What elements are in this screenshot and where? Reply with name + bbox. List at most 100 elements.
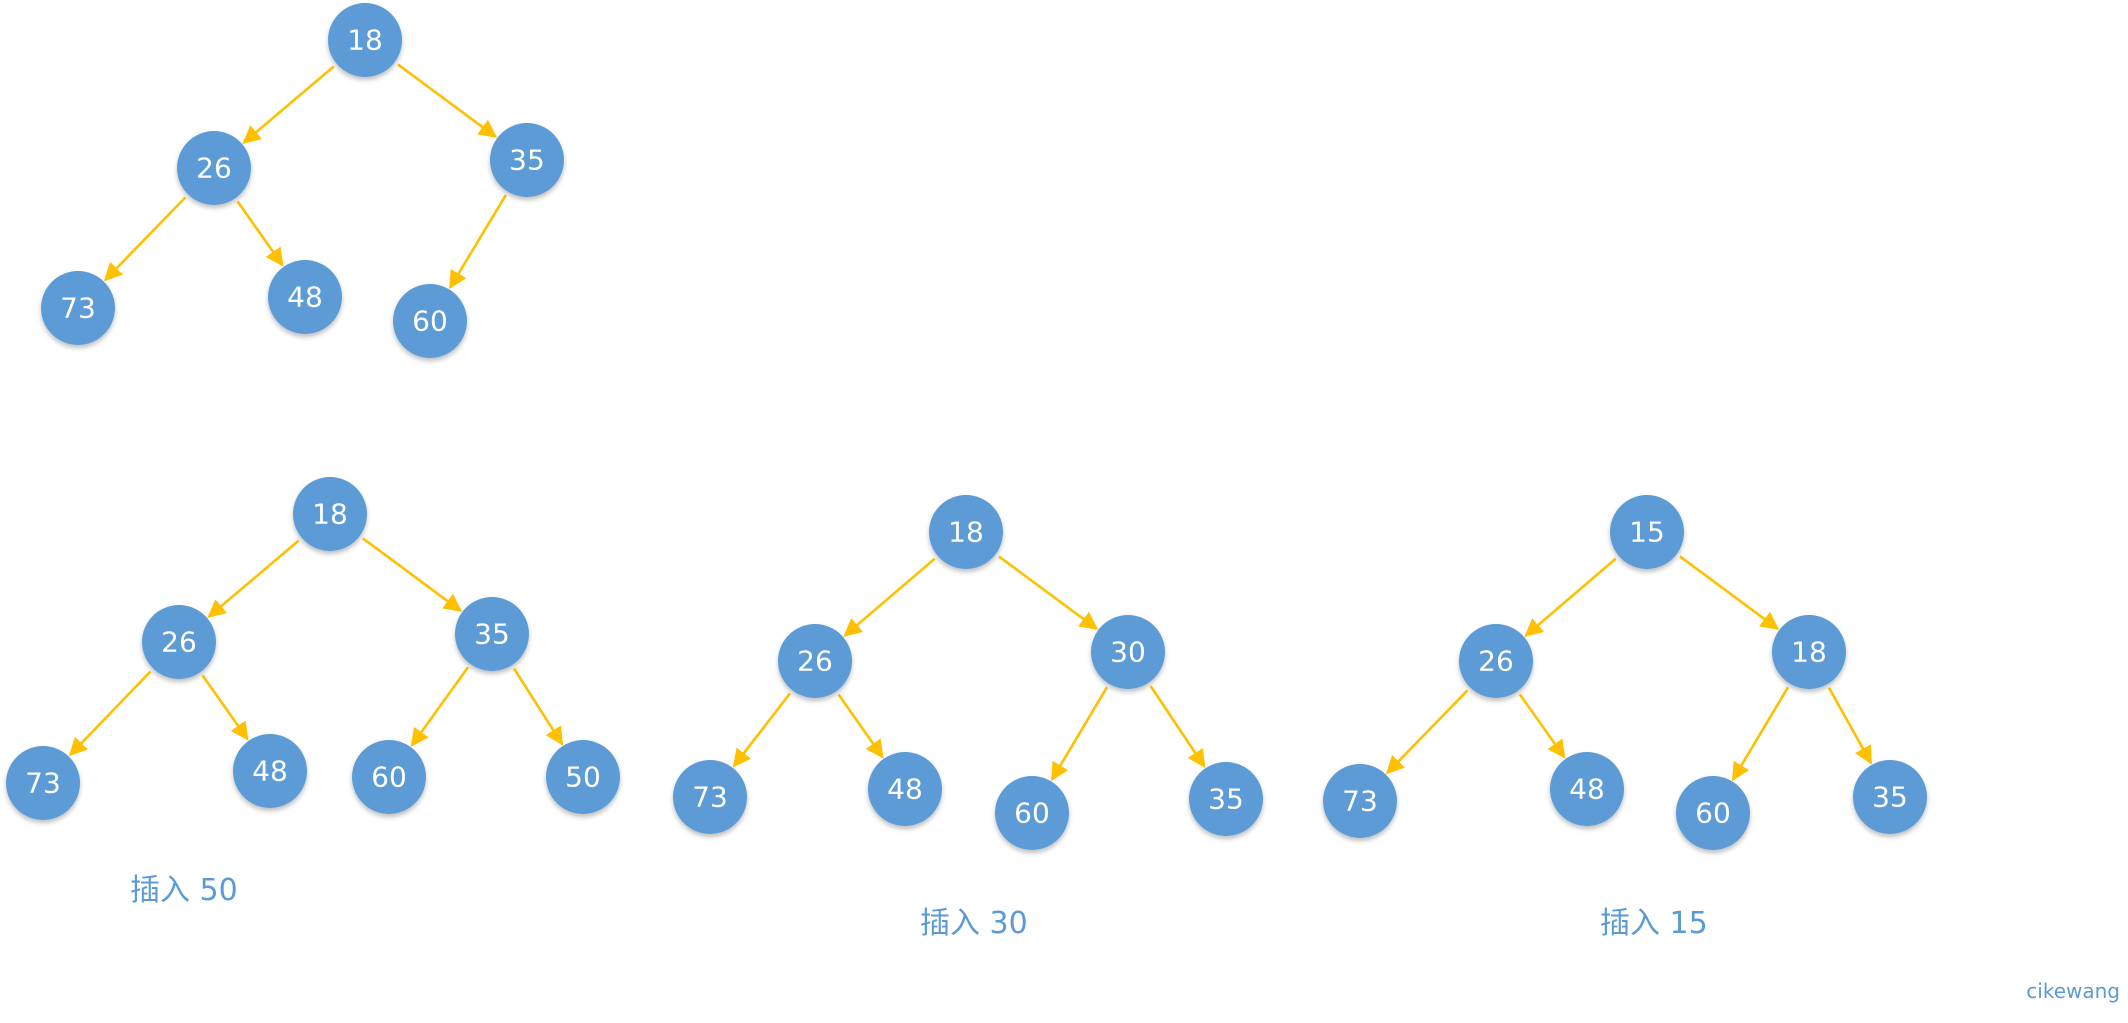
node-circle: [546, 740, 620, 814]
node-label: 60: [1014, 797, 1050, 830]
node-insert-15-f: 60: [1676, 776, 1750, 850]
node-initial-a: 18: [328, 3, 402, 77]
node-label: 18: [312, 498, 348, 531]
edge-insert-30-c-g: [1149, 685, 1206, 769]
node-initial-c: 35: [490, 123, 564, 197]
edge-insert-15-b-d: [1385, 689, 1469, 775]
edge-insert-15-a-c: [1679, 555, 1780, 630]
node-circle: [268, 260, 342, 334]
node-circle: [1853, 760, 1927, 834]
node-insert-15-c: 18: [1772, 615, 1846, 689]
caption-insert-50: 插入 50: [130, 873, 238, 908]
node-circle: [142, 605, 216, 679]
node-label: 48: [887, 773, 923, 806]
node-insert-50-e: 48: [233, 734, 307, 808]
edge-initial-a-c: [397, 63, 498, 138]
node-insert-30-f: 60: [995, 776, 1069, 850]
edges-layer: [68, 63, 1873, 782]
node-circle: [6, 746, 80, 820]
node-label: 73: [692, 781, 728, 814]
node-insert-50-c: 35: [455, 597, 529, 671]
node-insert-30-e: 48: [868, 752, 942, 826]
node-initial-e: 48: [268, 260, 342, 334]
node-insert-30-b: 26: [778, 624, 852, 698]
node-circle: [393, 284, 467, 358]
node-label: 73: [25, 767, 61, 800]
caption-insert-15: 插入 15: [1600, 906, 1708, 941]
edge-insert-30-c-f: [1050, 686, 1109, 782]
node-insert-30-a: 18: [929, 495, 1003, 569]
node-label: 26: [797, 645, 833, 678]
node-insert-50-b: 26: [142, 605, 216, 679]
node-circle: [328, 3, 402, 77]
node-circle: [1091, 615, 1165, 689]
node-insert-50-f: 60: [352, 740, 426, 814]
edge-initial-b-e: [236, 200, 284, 267]
node-initial-f: 60: [393, 284, 467, 358]
edge-insert-15-b-e: [1518, 693, 1566, 759]
edge-insert-50-c-g: [512, 667, 564, 746]
node-circle: [868, 752, 942, 826]
node-insert-30-c: 30: [1091, 615, 1165, 689]
node-insert-15-a: 15: [1610, 495, 1684, 569]
node-label: 48: [287, 281, 323, 314]
node-label: 60: [412, 305, 448, 338]
node-circle: [41, 271, 115, 345]
node-circle: [995, 776, 1069, 850]
node-circle: [1550, 752, 1624, 826]
node-circle: [1323, 764, 1397, 838]
node-label: 48: [252, 755, 288, 788]
node-insert-50-d: 73: [6, 746, 80, 820]
node-circle: [929, 495, 1003, 569]
node-label: 60: [1695, 797, 1731, 830]
node-circle: [233, 734, 307, 808]
node-insert-15-d: 73: [1323, 764, 1397, 838]
node-label: 35: [1208, 783, 1244, 816]
node-circle: [177, 131, 251, 205]
edge-insert-50-c-f: [410, 666, 470, 747]
edge-initial-b-d: [103, 196, 187, 282]
edge-initial-c-f: [448, 194, 507, 290]
node-label: 60: [371, 761, 407, 794]
nodes-layer: 18 26 35 73 48 60 18 26 35 73 48 60 50 18 26 30 73 48 60 35…: [6, 3, 1927, 850]
node-label: 26: [161, 626, 197, 659]
node-insert-15-g: 35: [1853, 760, 1927, 834]
edge-insert-30-b-e: [837, 693, 884, 759]
node-insert-30-g: 35: [1189, 762, 1263, 836]
node-circle: [1459, 624, 1533, 698]
node-initial-d: 73: [41, 271, 115, 345]
node-circle: [1189, 762, 1263, 836]
node-insert-15-e: 48: [1550, 752, 1624, 826]
edge-insert-15-a-b: [1524, 557, 1617, 637]
edge-insert-30-a-c: [998, 555, 1099, 630]
edge-insert-30-b-d: [732, 692, 791, 768]
edge-insert-50-a-b: [207, 539, 300, 618]
node-circle: [352, 740, 426, 814]
caption-insert-30: 插入 30: [920, 906, 1028, 941]
edge-insert-15-c-f: [1731, 686, 1790, 782]
edge-insert-50-b-d: [68, 670, 152, 757]
node-initial-b: 26: [177, 131, 251, 205]
edge-insert-30-a-b: [843, 557, 936, 637]
node-label: 15: [1629, 516, 1665, 549]
node-label: 50: [565, 761, 601, 794]
node-insert-50-g: 50: [546, 740, 620, 814]
watermark-text: cikewang: [2026, 979, 2120, 1003]
node-label: 30: [1110, 636, 1146, 669]
edge-insert-50-a-c: [362, 537, 463, 612]
node-label: 35: [509, 144, 545, 177]
node-label: 18: [1791, 636, 1827, 669]
node-circle: [1676, 776, 1750, 850]
edge-insert-50-b-e: [201, 674, 249, 741]
node-label: 48: [1569, 773, 1605, 806]
node-circle: [1610, 495, 1684, 569]
node-circle: [1772, 615, 1846, 689]
node-label: 26: [1478, 645, 1514, 678]
node-label: 73: [1342, 785, 1378, 818]
node-circle: [490, 123, 564, 197]
node-label: 18: [948, 516, 984, 549]
node-circle: [293, 477, 367, 551]
edge-initial-a-b: [242, 65, 335, 144]
node-circle: [673, 760, 747, 834]
